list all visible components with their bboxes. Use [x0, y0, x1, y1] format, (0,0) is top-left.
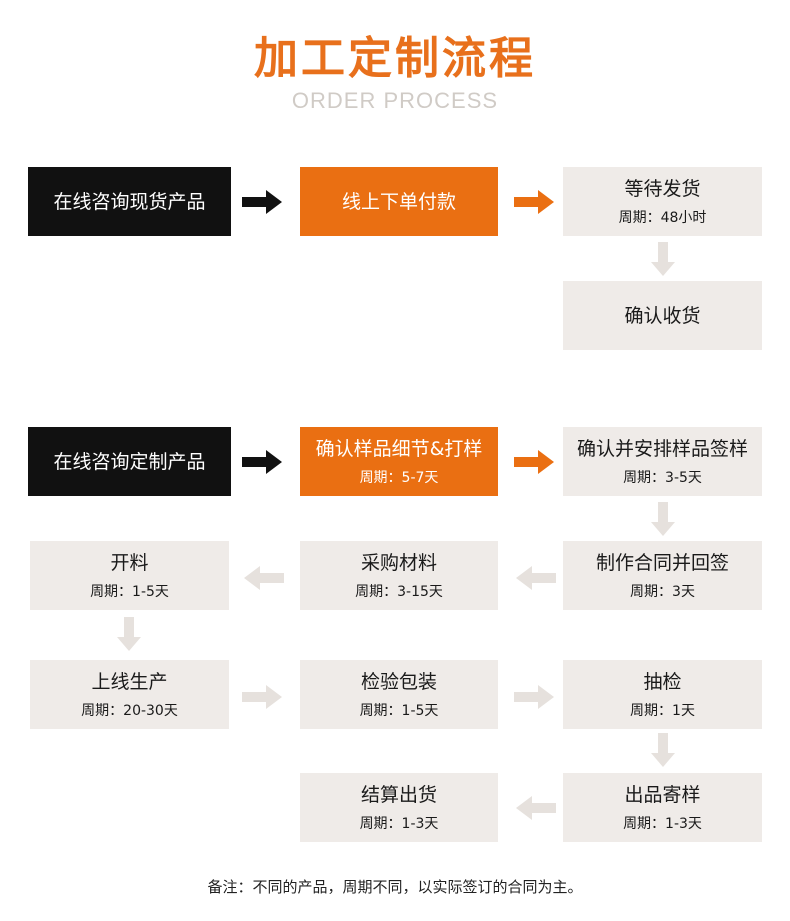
arrow-right-icon	[242, 450, 282, 474]
step-inspect-pack: 检验包装 周期：1-5天	[300, 660, 498, 729]
step-sign-contract: 制作合同并回签 周期：3天	[563, 541, 762, 610]
arrow-right-icon	[514, 190, 554, 214]
step-production-period: 周期：20-30天	[81, 702, 178, 719]
step-order-payment: 线上下单付款	[300, 167, 498, 236]
step-sign-contract-period: 周期：3天	[630, 583, 695, 600]
arrow-right-icon	[514, 450, 554, 474]
step-settle-ship: 结算出货 周期：1-3天	[300, 773, 498, 842]
step-purchase-materials: 采购材料 周期：3-15天	[300, 541, 498, 610]
arrow-left-icon	[244, 566, 284, 590]
step-await-shipment-title: 等待发货	[624, 177, 701, 200]
step-sample-details-period: 周期：5-7天	[359, 469, 439, 486]
step-inspect-pack-period: 周期：1-5天	[359, 702, 439, 719]
footnote: 备注：不同的产品，周期不同，以实际签订的合同为主。	[207, 878, 583, 896]
step-inquire-custom: 在线咨询定制产品	[28, 427, 231, 496]
arrow-right-icon	[514, 685, 554, 709]
arrow-right-icon	[242, 190, 282, 214]
step-production-title: 上线生产	[91, 670, 168, 693]
step-confirm-receipt: 确认收货	[563, 281, 762, 350]
page-subtitle: ORDER PROCESS	[291, 88, 499, 113]
step-spot-check-period: 周期：1天	[630, 702, 695, 719]
step-sample-details: 确认样品细节&打样 周期：5-7天	[300, 427, 498, 496]
step-spot-check: 抽检 周期：1天	[563, 660, 762, 729]
arrow-down-icon	[651, 733, 675, 767]
arrow-down-icon	[651, 242, 675, 276]
step-cutting-period: 周期：1-5天	[90, 583, 169, 600]
step-cutting: 开料 周期：1-5天	[30, 541, 229, 610]
step-await-shipment-period: 周期：48小时	[618, 209, 707, 226]
step-confirm-sample-period: 周期：3-5天	[623, 469, 702, 486]
arrow-down-icon	[651, 502, 675, 536]
step-confirm-sample-title: 确认并安排样品签样	[576, 437, 748, 460]
step-ship-sample-title: 出品寄样	[624, 783, 701, 806]
step-await-shipment: 等待发货 周期：48小时	[563, 167, 762, 236]
arrow-left-icon	[516, 566, 556, 590]
step-ship-sample-period: 周期：1-3天	[623, 815, 702, 832]
step-confirm-receipt-label: 确认收货	[624, 304, 701, 327]
page-title: 加工定制流程	[254, 33, 536, 84]
arrow-down-icon	[117, 617, 141, 651]
step-sample-details-title: 确认样品细节&打样	[315, 437, 483, 460]
step-purchase-materials-title: 采购材料	[360, 551, 437, 574]
arrow-right-icon	[242, 685, 282, 709]
step-inquire-stock-label: 在线咨询现货产品	[53, 190, 206, 213]
step-inquire-stock: 在线咨询现货产品	[28, 167, 231, 236]
step-inspect-pack-title: 检验包装	[360, 670, 437, 693]
step-ship-sample: 出品寄样 周期：1-3天	[563, 773, 762, 842]
step-production: 上线生产 周期：20-30天	[30, 660, 229, 729]
step-inquire-custom-label: 在线咨询定制产品	[53, 450, 206, 473]
step-settle-ship-title: 结算出货	[360, 783, 437, 806]
step-confirm-sample: 确认并安排样品签样 周期：3-5天	[563, 427, 762, 496]
step-cutting-title: 开料	[110, 551, 149, 574]
step-settle-ship-period: 周期：1-3天	[359, 815, 439, 832]
arrow-left-icon	[516, 796, 556, 820]
step-order-payment-label: 线上下单付款	[341, 190, 456, 213]
step-spot-check-title: 抽检	[643, 670, 682, 693]
step-purchase-materials-period: 周期：3-15天	[355, 583, 443, 600]
step-sign-contract-title: 制作合同并回签	[595, 551, 729, 574]
